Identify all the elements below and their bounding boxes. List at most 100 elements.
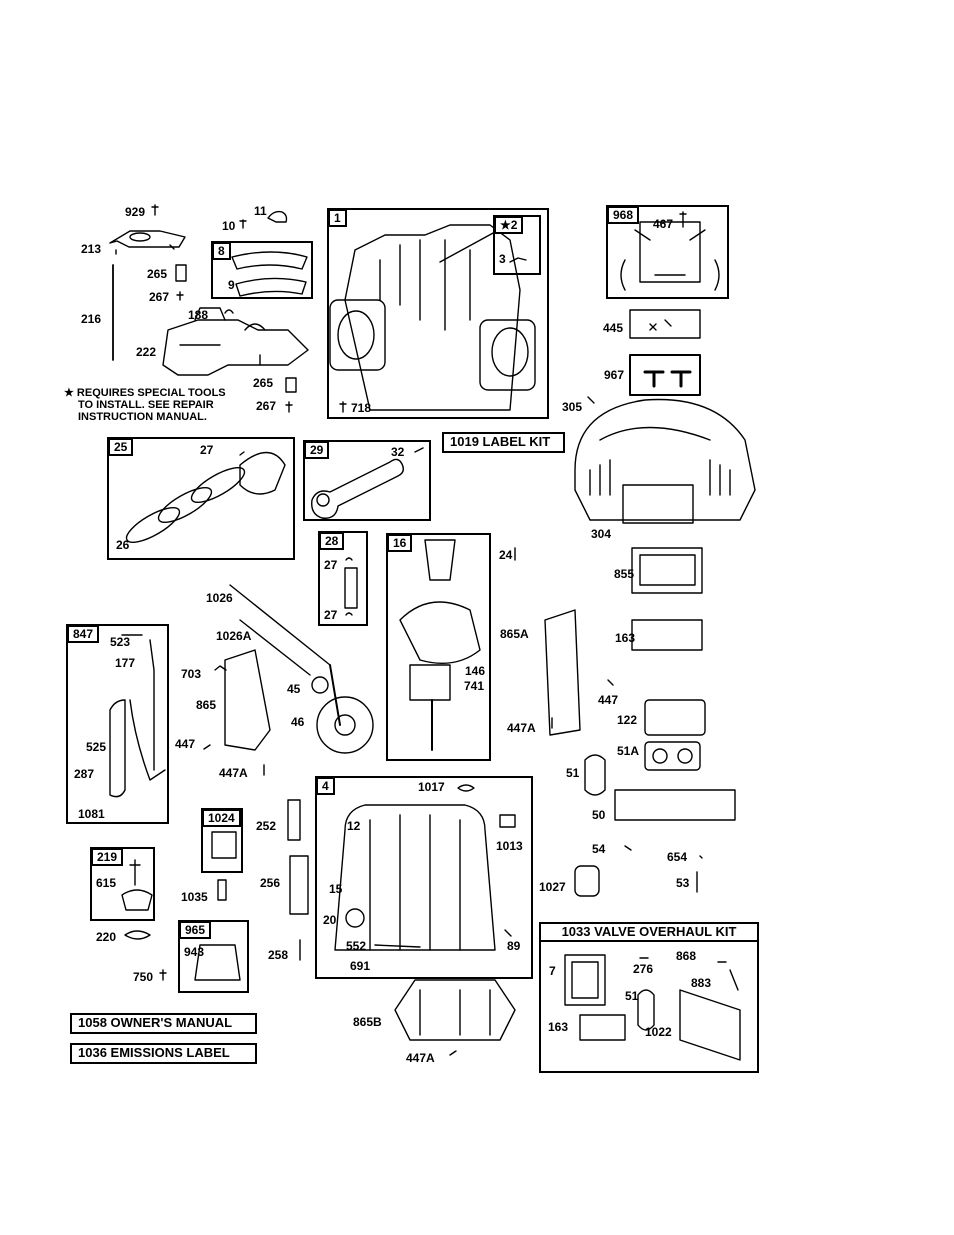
group-box-29: 29 bbox=[303, 440, 431, 521]
callout-304: 304 bbox=[591, 527, 612, 541]
callout-146: 146 bbox=[465, 664, 486, 678]
callout-10: 10 bbox=[222, 219, 236, 233]
callout-7: 7 bbox=[549, 964, 556, 978]
callout-1022: 1022 bbox=[645, 1025, 672, 1039]
group-box-28: 28 bbox=[318, 531, 368, 626]
group-tag-965: 965 bbox=[179, 921, 212, 939]
callout-447A-bottom: 447A bbox=[406, 1051, 435, 1065]
callout-20: 20 bbox=[323, 913, 337, 927]
callout-523: 523 bbox=[110, 635, 131, 649]
callout-267-lower: 267 bbox=[256, 399, 277, 413]
group-box-965: 965 bbox=[178, 920, 249, 993]
callout-943: 943 bbox=[184, 945, 205, 959]
group-tag-4: 4 bbox=[316, 777, 335, 795]
callout-1081: 1081 bbox=[78, 807, 105, 821]
group-tag-25: 25 bbox=[108, 438, 134, 456]
group-box-25: 25 bbox=[107, 437, 295, 560]
callout-89: 89 bbox=[507, 939, 521, 953]
callout-46: 46 bbox=[291, 715, 305, 729]
callout-445: 445 bbox=[603, 321, 624, 335]
callout-967: 967 bbox=[604, 368, 625, 382]
group-box-8: 8 bbox=[211, 241, 313, 299]
owners-manual-1058: 1058 OWNER'S MANUAL bbox=[70, 1013, 257, 1034]
group-box-1024: 1024 bbox=[201, 808, 243, 873]
callout-1026A: 1026A bbox=[216, 629, 252, 643]
emissions-label-1036: 1036 EMISSIONS LABEL bbox=[70, 1043, 257, 1064]
callout-703: 703 bbox=[181, 667, 202, 681]
callout-1013: 1013 bbox=[496, 839, 523, 853]
note-line-3: INSTRUCTION MANUAL. bbox=[78, 411, 207, 423]
callout-220: 220 bbox=[96, 930, 117, 944]
note-line-1: ★ REQUIRES SPECIAL TOOLS bbox=[64, 387, 226, 399]
group-tag-219: 219 bbox=[91, 848, 124, 866]
group-box-4: 4 bbox=[315, 776, 533, 979]
callout-177: 177 bbox=[115, 656, 136, 670]
callout-1035: 1035 bbox=[181, 890, 208, 904]
callout-287: 287 bbox=[74, 767, 95, 781]
group-tag-847: 847 bbox=[67, 625, 100, 643]
callout-865A: 865A bbox=[500, 627, 529, 641]
callout-27-piston: 27 bbox=[200, 443, 214, 457]
callout-50: 50 bbox=[592, 808, 606, 822]
callout-305: 305 bbox=[562, 400, 583, 414]
group-tag-16: 16 bbox=[387, 534, 413, 552]
callout-883: 883 bbox=[691, 976, 712, 990]
callout-447A-left: 447A bbox=[219, 766, 248, 780]
group-box-1: 1 bbox=[327, 208, 549, 419]
callout-615: 615 bbox=[96, 876, 117, 890]
label-kit-1019: 1019 LABEL KIT bbox=[442, 432, 565, 453]
callout-256: 256 bbox=[260, 876, 281, 890]
group-tag-2: ★2 bbox=[494, 216, 524, 234]
note-line-2: TO INSTALL. SEE REPAIR bbox=[78, 399, 214, 411]
group-box-2: ★2 bbox=[493, 215, 541, 275]
callout-54: 54 bbox=[592, 842, 606, 856]
group-box-1033 bbox=[539, 922, 759, 1073]
callout-1027: 1027 bbox=[539, 880, 566, 894]
callout-216: 216 bbox=[81, 312, 102, 326]
callout-276: 276 bbox=[633, 962, 654, 976]
callout-447-right: 447 bbox=[598, 693, 619, 707]
callout-24: 24 bbox=[499, 548, 513, 562]
callout-718: 718 bbox=[351, 401, 372, 415]
callout-163-upper: 163 bbox=[615, 631, 636, 645]
callout-32: 32 bbox=[391, 445, 405, 459]
callout-213: 213 bbox=[81, 242, 102, 256]
callout-267-upper: 267 bbox=[149, 290, 170, 304]
valve-overhaul-kit-1033: 1033 VALVE OVERHAUL KIT bbox=[539, 922, 759, 942]
group-box-16: 16 bbox=[386, 533, 491, 761]
callout-525: 525 bbox=[86, 740, 107, 754]
callout-51A: 51A bbox=[617, 744, 640, 758]
callout-258: 258 bbox=[268, 948, 289, 962]
group-tag-1: 1 bbox=[328, 209, 347, 227]
callout-12: 12 bbox=[347, 819, 361, 833]
callout-855: 855 bbox=[614, 567, 635, 581]
callout-929: 929 bbox=[125, 205, 146, 219]
callout-654: 654 bbox=[667, 850, 688, 864]
callout-447A-right: 447A bbox=[507, 721, 536, 735]
callout-865: 865 bbox=[196, 698, 217, 712]
group-tag-29: 29 bbox=[304, 441, 330, 459]
group-box-968: 968 bbox=[606, 205, 729, 299]
callout-265-lower: 265 bbox=[253, 376, 274, 390]
callout-865B: 865B bbox=[353, 1015, 382, 1029]
callout-163-kit: 163 bbox=[548, 1020, 569, 1034]
callout-9: 9 bbox=[228, 278, 235, 292]
callout-868: 868 bbox=[676, 949, 697, 963]
callout-11: 11 bbox=[254, 204, 267, 218]
callout-750: 750 bbox=[133, 970, 154, 984]
callout-27-pin-upper: 27 bbox=[324, 558, 338, 572]
callout-188: 188 bbox=[188, 308, 209, 322]
group-box-219: 219 bbox=[90, 847, 155, 921]
group-tag-8: 8 bbox=[212, 242, 231, 260]
callout-51-upper: 51 bbox=[566, 766, 580, 780]
group-tag-28: 28 bbox=[319, 532, 345, 550]
callout-51-kit: 51 bbox=[625, 989, 639, 1003]
group-tag-1024: 1024 bbox=[202, 809, 241, 827]
callout-3: 3 bbox=[499, 252, 506, 266]
callout-45: 45 bbox=[287, 682, 301, 696]
callout-27-pin-lower: 27 bbox=[324, 608, 338, 622]
callout-53: 53 bbox=[676, 876, 690, 890]
callout-222: 222 bbox=[136, 345, 157, 359]
callout-122: 122 bbox=[617, 713, 638, 727]
